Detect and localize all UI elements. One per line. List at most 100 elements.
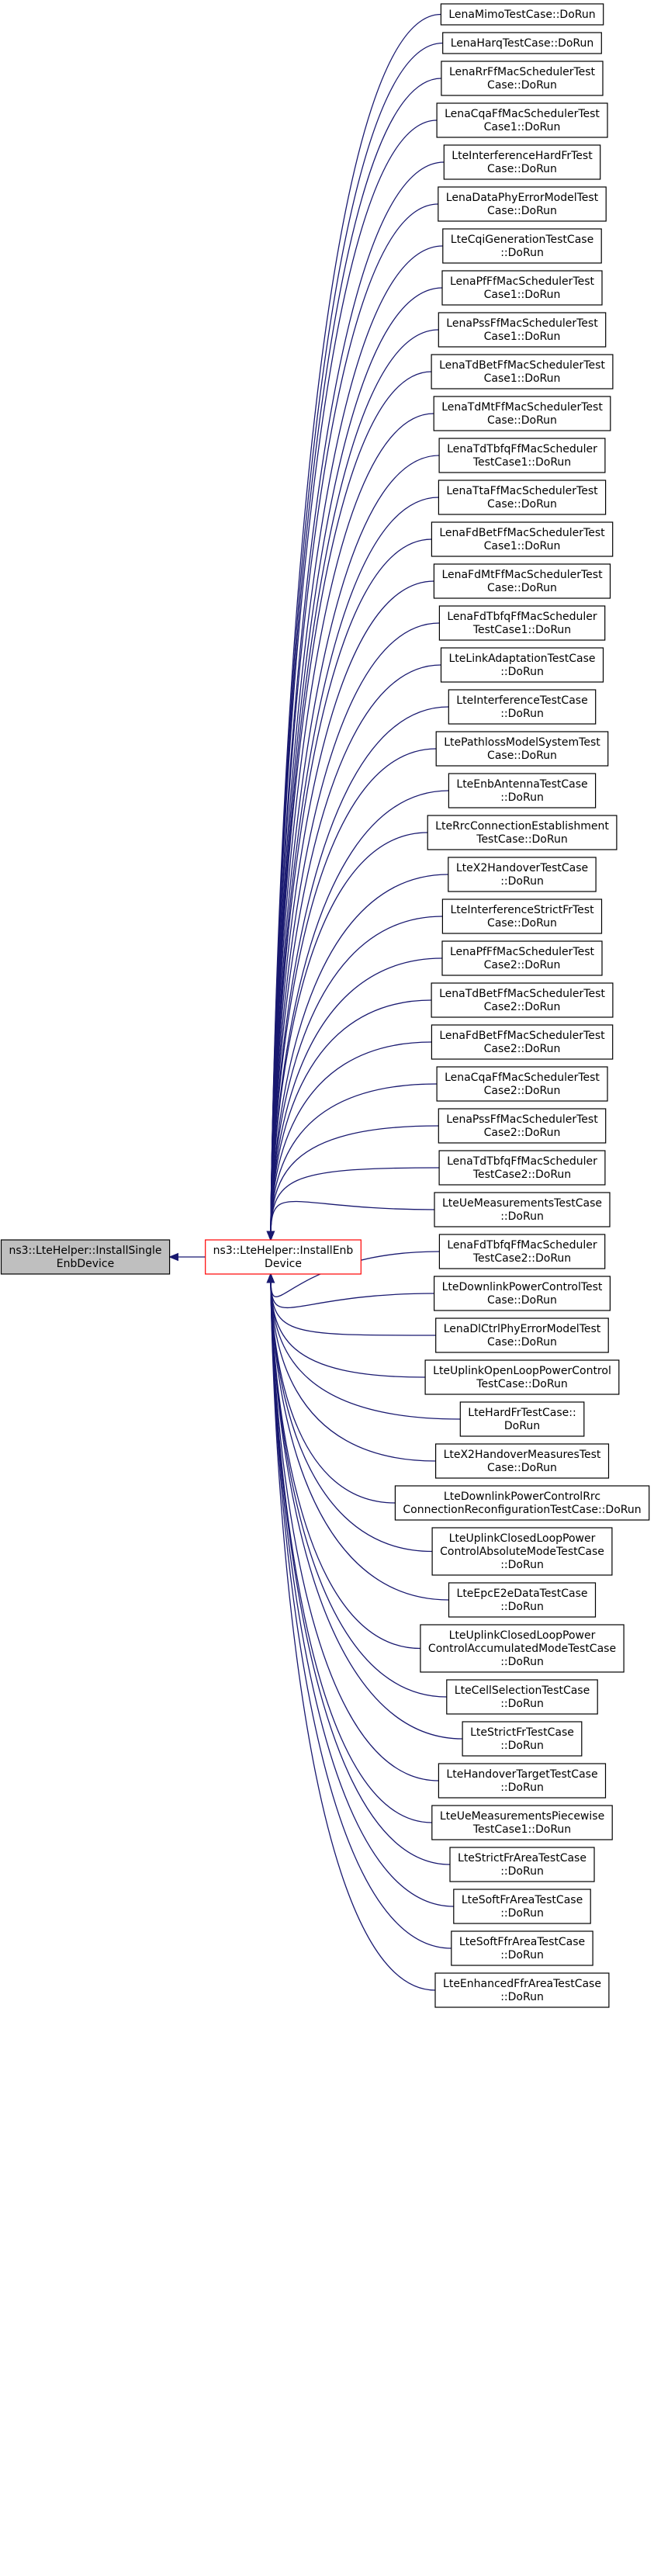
caller-node-42-label: ::DoRun: [500, 1740, 544, 1752]
caller-node-12-label: TestCase1::DoRun: [472, 456, 571, 469]
edge-caller-7: [270, 245, 443, 1241]
caller-node-32-label: LteDownlinkPowerControlTest: [442, 1281, 603, 1293]
edge-caller-27: [270, 1083, 438, 1241]
caller-node-47[interactable]: LteSoftFfrAreaTestCase::DoRun: [451, 1930, 593, 1966]
edge-caller-21: [270, 832, 428, 1241]
caller-node-18-label: ::DoRun: [500, 708, 544, 720]
caller-node-48[interactable]: LteEnhancedFfrAreaTestCase::DoRun: [434, 1972, 610, 2008]
caller-node-18[interactable]: LteInterferenceTestCase::DoRun: [448, 689, 597, 725]
caller-node-26-label: LenaFdBetFfMacSchedulerTest: [439, 1030, 605, 1042]
caller-node-35-label: LteHardFrTestCase::: [468, 1407, 576, 1419]
caller-node-8-label: Case1::DoRun: [484, 289, 561, 301]
caller-node-25-box: [431, 982, 614, 1018]
nodes: LenaMimoTestCase::DoRunLenaHarqTestCase:…: [0, 3, 650, 2008]
caller-node-1[interactable]: LenaMimoTestCase::DoRun: [440, 3, 604, 26]
caller-node-6-box: [438, 186, 607, 222]
caller-node-20-box: [448, 773, 597, 808]
caller-node-18-box: [448, 689, 597, 725]
edge-caller-44: [270, 1273, 432, 1823]
caller-node-34-box: [424, 1359, 620, 1395]
edge-caller-19: [270, 748, 437, 1241]
caller-node-7[interactable]: LteCqiGenerationTestCase::DoRun: [442, 228, 602, 264]
caller-node-2[interactable]: LenaHarqTestCase::DoRun: [442, 32, 602, 54]
caller-node-17-label: ::DoRun: [500, 666, 544, 678]
caller-node-23-label: LteInterferenceStrictFrTest: [450, 904, 594, 916]
edge-caller-4: [270, 119, 438, 1241]
edge-caller-30: [270, 1200, 435, 1241]
caller-node-5-label: Case::DoRun: [487, 163, 557, 175]
caller-node-44[interactable]: LteUeMeasurementsPiecewiseTestCase1::DoR…: [431, 1805, 613, 1840]
caller-node-35[interactable]: LteHardFrTestCase::DoRun: [459, 1401, 585, 1437]
caller-node-40-label: LteUplinkClosedLoopPower: [449, 1629, 596, 1642]
caller-node-34-label: LteUplinkOpenLoopPowerControl: [433, 1365, 611, 1377]
install-enb-device-node-label: ns3::LteHelper::InstallEnb: [213, 1245, 354, 1257]
caller-node-21[interactable]: LteRrcConnectionEstablishmentTestCase::D…: [427, 815, 618, 850]
caller-node-43[interactable]: LteHandoverTargetTestCase::DoRun: [438, 1763, 607, 1799]
caller-node-3-label: LenaRrFfMacSchedulerTest: [449, 66, 596, 78]
caller-node-31-label: LenaFdTbfqFfMacScheduler: [447, 1239, 597, 1252]
edge-caller-28: [270, 1125, 439, 1241]
caller-node-9-box: [438, 312, 607, 348]
caller-node-16-box: [438, 605, 606, 641]
caller-node-5-label: LteInterferenceHardFrTest: [452, 150, 593, 162]
caller-node-32-label: Case::DoRun: [487, 1294, 557, 1307]
caller-node-24-box: [441, 940, 603, 976]
install-enb-device-node-box: [205, 1239, 362, 1275]
caller-node-45-box: [449, 1847, 595, 1882]
caller-node-30[interactable]: LteUeMeasurementsTestCase::DoRun: [434, 1192, 611, 1227]
edge-caller-35: [270, 1273, 461, 1420]
caller-node-36-label: LteX2HandoverMeasuresTest: [444, 1449, 601, 1461]
caller-node-39[interactable]: LteEpcE2eDataTestCase::DoRun: [448, 1582, 597, 1618]
caller-node-1-box: [440, 3, 604, 26]
caller-node-45[interactable]: LteStrictFrAreaTestCase::DoRun: [449, 1847, 595, 1882]
caller-node-2-box: [442, 32, 602, 54]
caller-node-8-box: [441, 270, 603, 306]
caller-node-7-label: LteCqiGenerationTestCase: [451, 234, 593, 246]
install-single-enb-device-node-label: ns3::LteHelper::InstallSingle: [9, 1245, 161, 1257]
caller-node-34[interactable]: LteUplinkOpenLoopPowerControlTestCase::D…: [424, 1359, 620, 1395]
caller-node-33-label: Case::DoRun: [487, 1336, 557, 1349]
caller-node-41[interactable]: LteCellSelectionTestCase::DoRun: [446, 1679, 598, 1715]
caller-node-10-label: LenaTdBetFfMacSchedulerTest: [439, 359, 605, 372]
edge-caller-40: [270, 1273, 420, 1650]
caller-node-20[interactable]: LteEnbAntennaTestCase::DoRun: [448, 773, 597, 808]
caller-node-42[interactable]: LteStrictFrTestCase::DoRun: [462, 1721, 583, 1757]
caller-node-31-label: TestCase2::DoRun: [472, 1252, 571, 1265]
caller-node-37[interactable]: LteDownlinkPowerControlRrcConnectionReco…: [394, 1485, 650, 1521]
caller-node-17[interactable]: LteLinkAdaptationTestCase::DoRun: [440, 647, 604, 683]
caller-node-4-label: LenaCqaFfMacSchedulerTest: [445, 108, 600, 120]
caller-node-40[interactable]: LteUplinkClosedLoopPowerControlAccumulat…: [420, 1624, 625, 1673]
caller-node-29-label: TestCase2::DoRun: [472, 1169, 571, 1181]
caller-node-18-label: LteInterferenceTestCase: [456, 694, 587, 707]
caller-node-46[interactable]: LteSoftFrAreaTestCase::DoRun: [453, 1889, 591, 1924]
caller-node-22[interactable]: LteX2HandoverTestCase::DoRun: [448, 857, 597, 892]
caller-node-38[interactable]: LteUplinkClosedLoopPowerControlAbsoluteM…: [431, 1527, 613, 1576]
